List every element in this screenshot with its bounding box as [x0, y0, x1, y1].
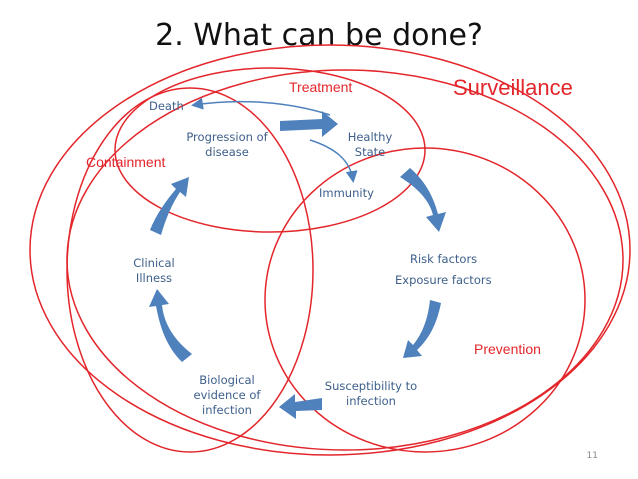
arrow-clinical-to-progression	[150, 177, 189, 235]
arrow-to-immunity	[309, 139, 358, 183]
label-exposure-factors: Exposure factors	[395, 273, 492, 287]
arrow-progression-to-healthy	[280, 111, 338, 137]
treatment-ellipse	[114, 67, 426, 233]
arrow-biological-to-clinical	[149, 289, 192, 362]
label-death: Death	[149, 99, 184, 113]
label-treatment: Treatment	[289, 79, 353, 95]
containment-ellipse	[66, 87, 314, 453]
label-risk-factors: Risk factors	[410, 252, 478, 266]
arrow-to-death	[191, 97, 331, 116]
label-prevention: Prevention	[474, 341, 541, 357]
prevention-ellipse	[264, 147, 586, 453]
surveillance-ellipse	[29, 44, 631, 456]
arrow-healthy-to-risk	[400, 168, 446, 232]
page-number: 11	[586, 451, 598, 461]
label-containment: Containment	[86, 154, 166, 170]
arrow-risk-to-susceptibility	[403, 300, 441, 358]
slide-title: 2. What can be done?	[155, 18, 483, 53]
label-surveillance: Surveillance	[453, 75, 573, 100]
arrow-susceptibility-to-biological	[279, 394, 322, 419]
label-immunity: Immunity	[319, 186, 374, 200]
